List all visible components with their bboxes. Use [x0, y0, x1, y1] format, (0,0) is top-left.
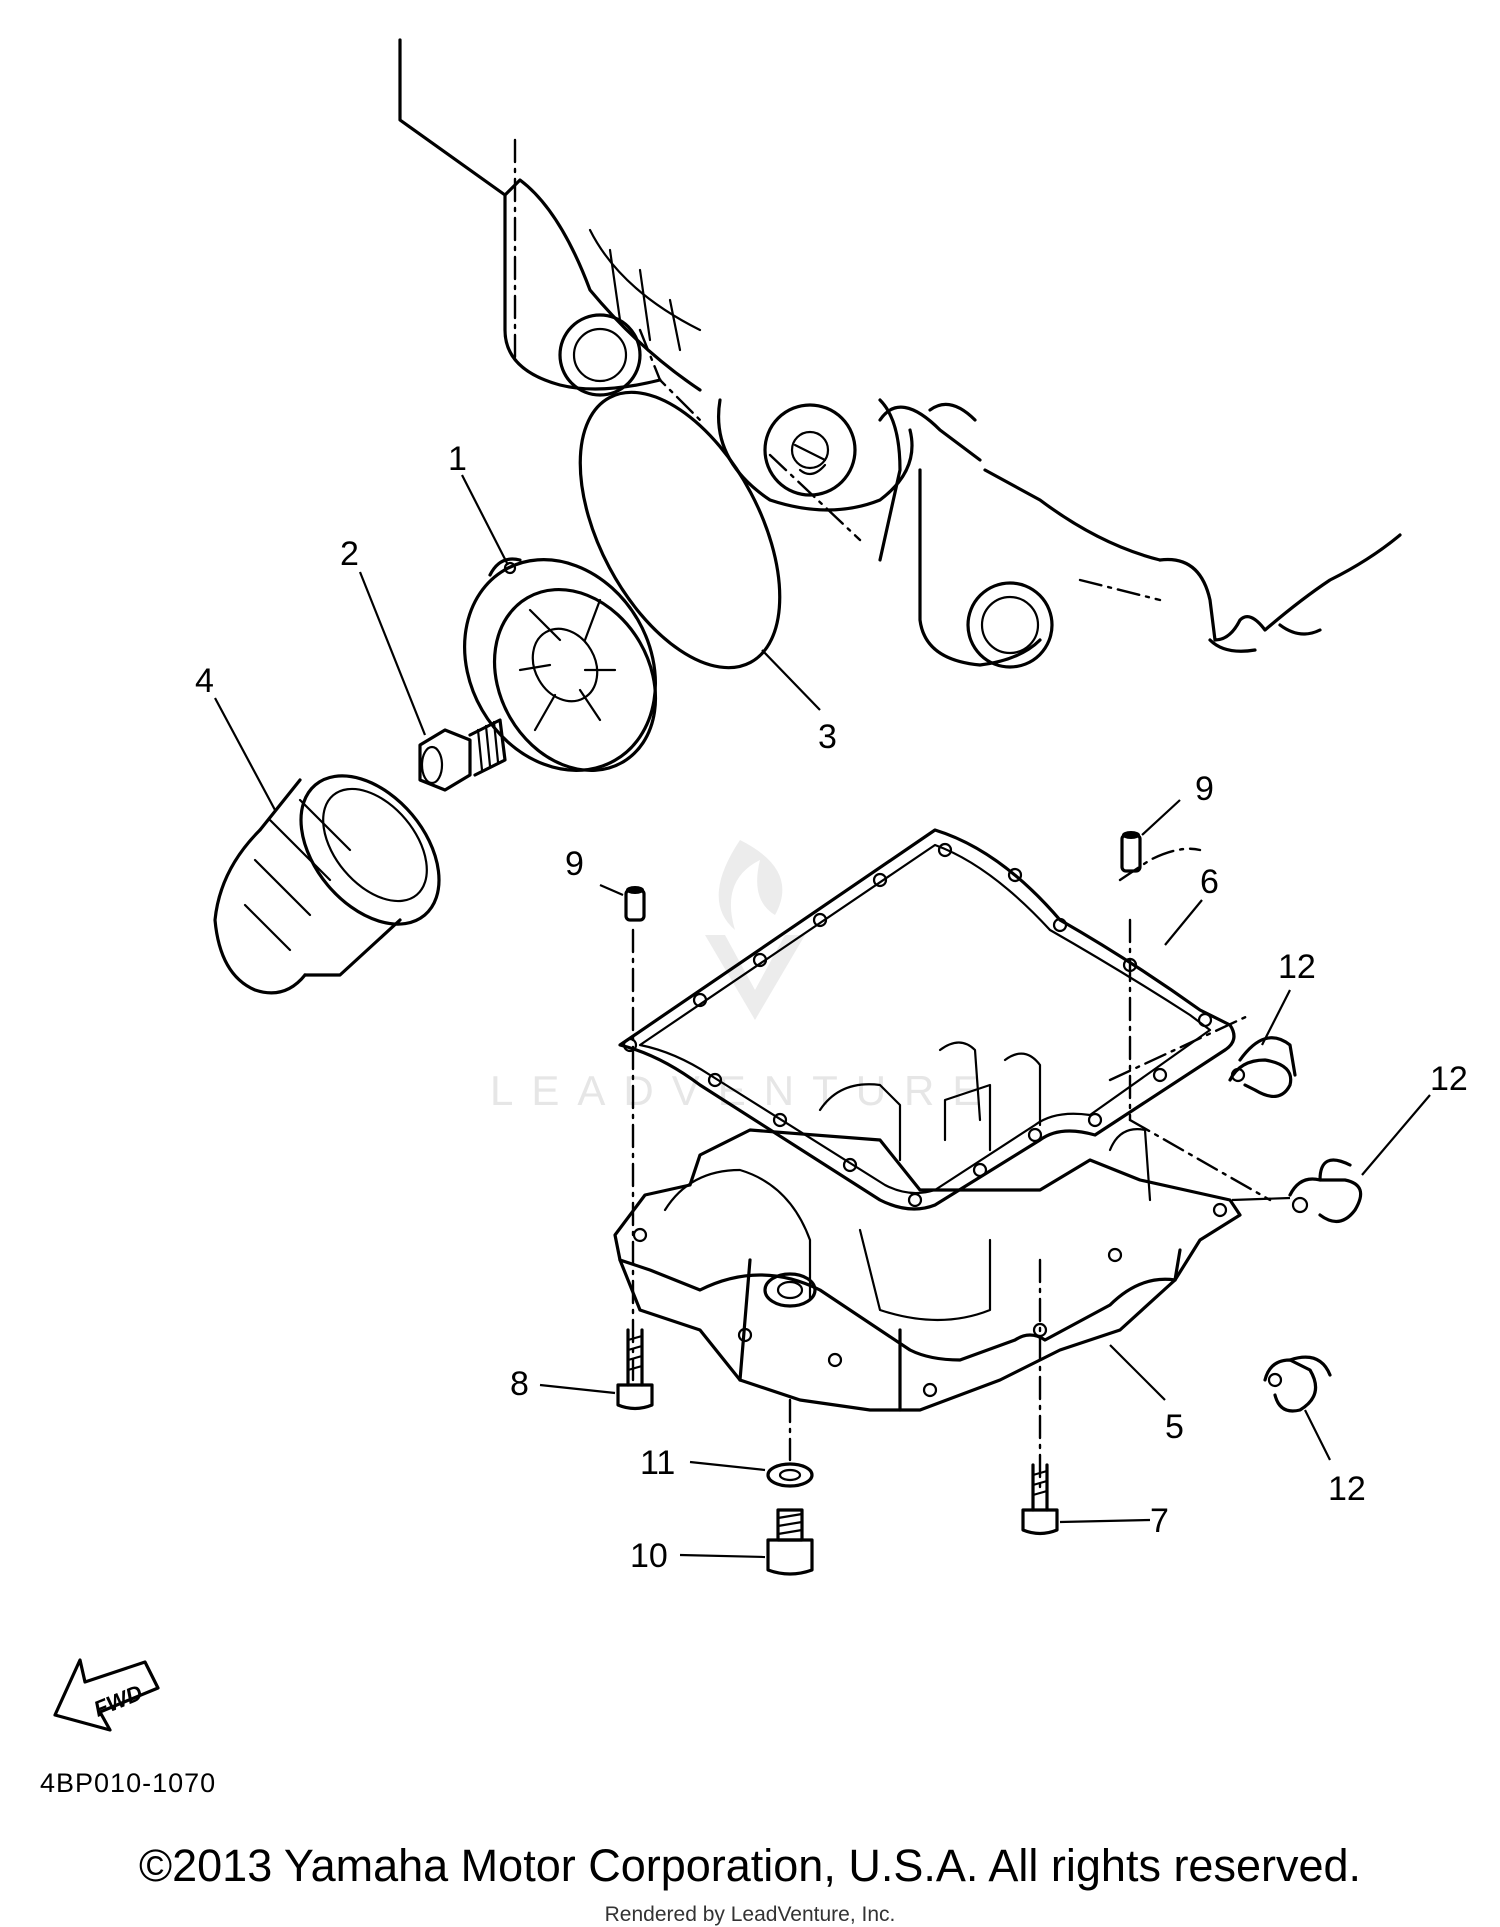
callout-12-upper: 12 — [1278, 948, 1316, 986]
part-clamp-upper — [1228, 1036, 1297, 1098]
part-oil-pan — [613, 1041, 1242, 1412]
callout-5: 5 — [1165, 1408, 1184, 1446]
callout-4: 4 — [195, 662, 214, 700]
diagram-code: 4BP010-1070 — [40, 1768, 217, 1798]
callout-2: 2 — [340, 535, 359, 573]
part-drain-plug — [766, 1508, 814, 1576]
part-clamp-lower — [1263, 1355, 1332, 1413]
part-washer — [766, 1462, 814, 1488]
watermark-text: LEADVENTURE — [490, 1067, 998, 1114]
part-dowel-pin-right — [1120, 831, 1142, 873]
leader-lines — [214, 474, 1431, 1559]
callout-7: 7 — [1150, 1502, 1169, 1540]
callout-9-right: 9 — [1195, 770, 1214, 808]
part-bolt-8 — [616, 1328, 654, 1411]
callout-1: 1 — [448, 440, 467, 478]
part-o-ring — [578, 390, 782, 670]
part-oil-cooler — [463, 557, 658, 773]
callout-12-lower: 12 — [1328, 1470, 1366, 1508]
rendered-by-credit: Rendered by LeadVenture, Inc. — [604, 1903, 896, 1926]
copyright-notice: ©2013 Yamaha Motor Corporation, U.S.A. A… — [138, 1840, 1362, 1891]
part-gasket — [618, 828, 1236, 1211]
engine-crankcase — [398, 38, 1402, 669]
center-lines — [513, 138, 1272, 1492]
callout-labels: 1 2 3 4 5 6 7 8 9 9 10 11 12 12 12 — [195, 440, 1468, 1575]
callout-6: 6 — [1200, 863, 1219, 901]
part-clamp-middle — [1288, 1158, 1363, 1223]
part-union-bolt — [418, 718, 507, 792]
part-bolt-7 — [1021, 1463, 1059, 1536]
part-dowel-pin-left — [624, 886, 646, 922]
callout-8: 8 — [510, 1365, 529, 1403]
fwd-arrow-label: FWD — [90, 1680, 146, 1722]
callout-11: 11 — [640, 1444, 675, 1482]
callout-3: 3 — [818, 718, 837, 756]
fwd-arrow-icon: FWD — [53, 1658, 160, 1732]
callout-12-middle: 12 — [1430, 1060, 1468, 1098]
callout-10: 10 — [630, 1537, 668, 1575]
callout-9-left: 9 — [565, 845, 584, 883]
part-oil-filter — [213, 774, 441, 995]
